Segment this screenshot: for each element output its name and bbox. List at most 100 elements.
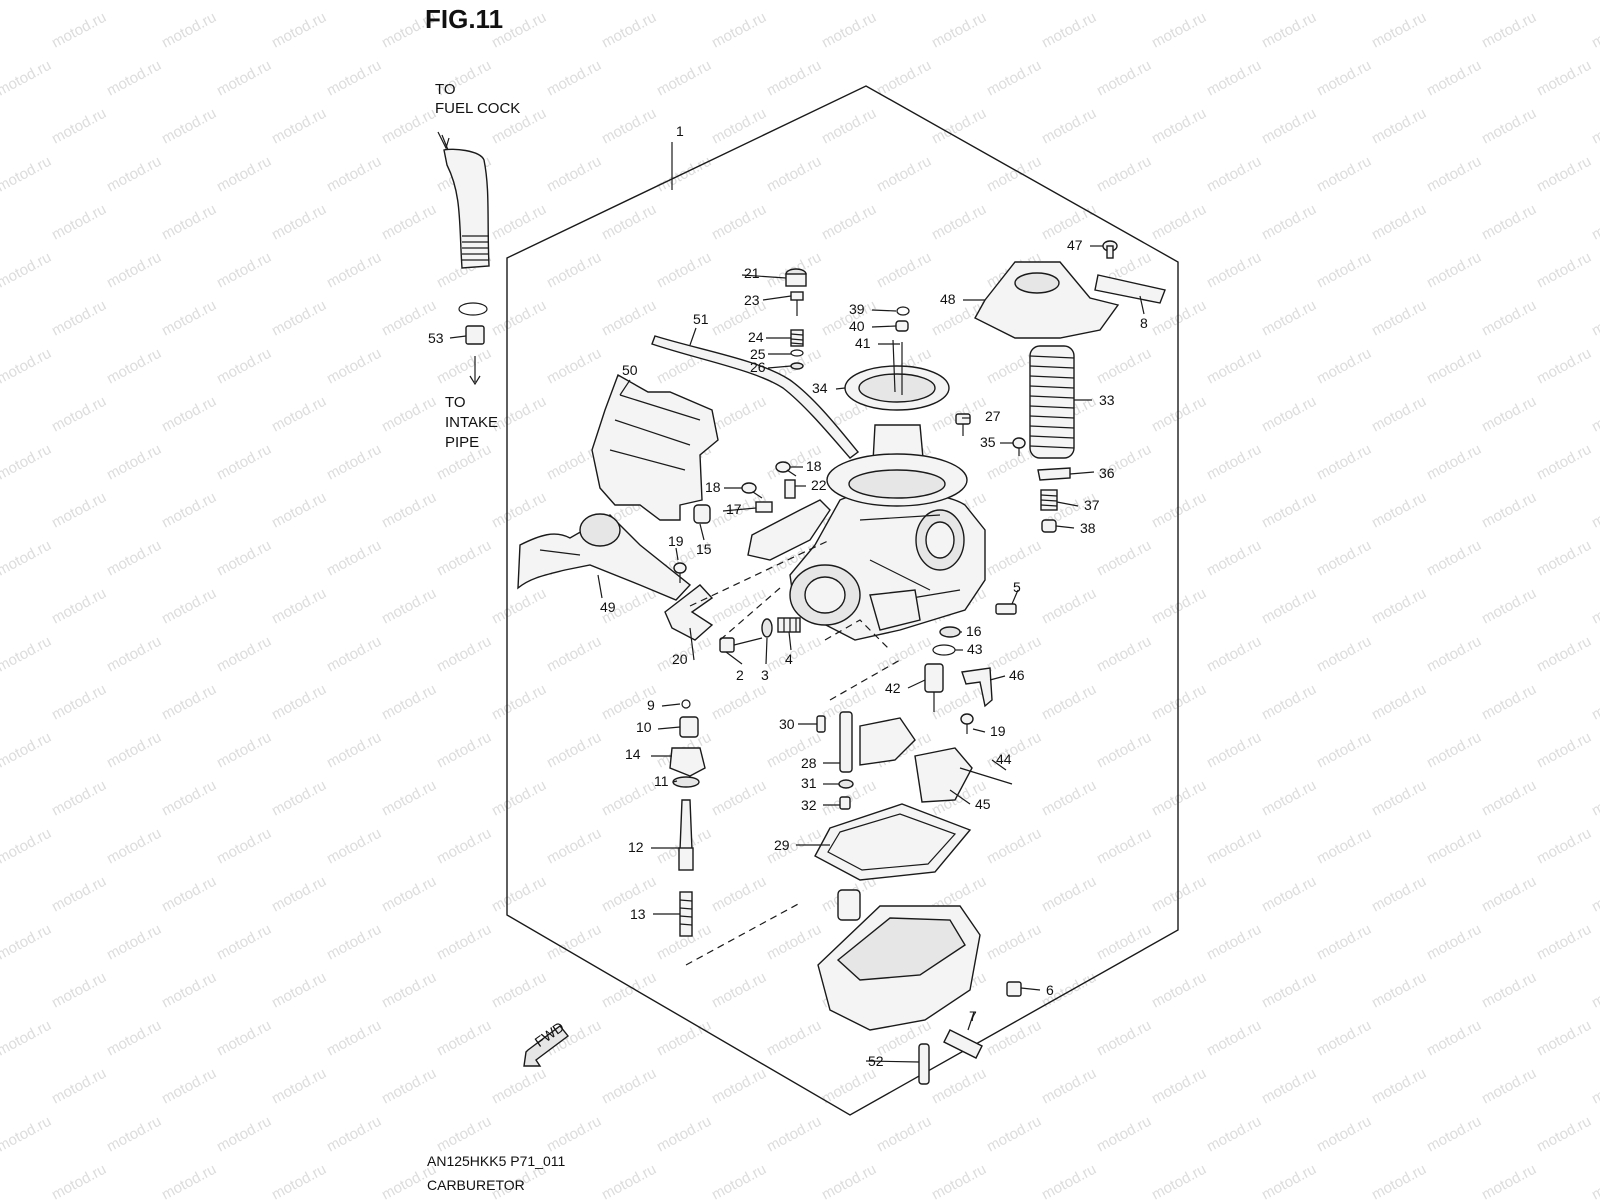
leader-line [835, 387, 846, 390]
note-to-intake-line3: PIPE [445, 434, 479, 451]
callout-46: 46 [1009, 667, 1025, 683]
callout-48: 48 [940, 291, 956, 307]
screw-35 [1012, 437, 1026, 456]
callout-labels: 1 2 3 4 5 6 7 8 9 10 11 12 13 14 15 16 1… [428, 123, 1148, 1069]
figure-title: FIG.11 [425, 4, 504, 34]
leader-line [689, 627, 695, 661]
callout-9: 9 [647, 697, 655, 713]
screw-6 [1006, 981, 1022, 997]
throttle-lever [747, 499, 831, 561]
screw-23 [790, 291, 804, 316]
spring-13 [679, 891, 693, 937]
callout-15: 15 [696, 541, 712, 557]
leader-line [1020, 987, 1041, 991]
spring-37 [1040, 489, 1058, 511]
hose-clip [458, 302, 488, 316]
callout-3: 3 [761, 667, 769, 683]
callout-42: 42 [885, 680, 901, 696]
carburetor-body [789, 491, 986, 641]
top-cap-48 [974, 261, 1120, 339]
float-bowl [817, 889, 981, 1031]
note-to-fuel-cock-line2: FUEL COCK [435, 100, 520, 117]
leader-line [699, 523, 705, 541]
cap-21 [785, 268, 807, 287]
leader-line [1139, 295, 1145, 315]
leader-line [722, 507, 757, 512]
callout-13: 13 [630, 906, 646, 922]
callout-26: 26 [750, 359, 766, 375]
washer-31 [838, 779, 854, 789]
callout-11: 11 [654, 773, 669, 789]
dashed-connector-left [685, 539, 831, 966]
clamp-53 [465, 325, 485, 386]
figure-code: AN125HKK5 P71_011 [427, 1153, 566, 1169]
o-ring-43 [932, 644, 956, 656]
callout-38: 38 [1080, 520, 1096, 536]
leader-line [689, 327, 697, 346]
leader-line [675, 547, 679, 561]
bracket-20 [664, 584, 714, 641]
screw-19-lower [960, 713, 974, 734]
valve-42 [924, 663, 944, 712]
leader-line [1011, 589, 1019, 605]
dashed-connector-center [824, 619, 901, 701]
jet-30 [816, 715, 826, 733]
leader-line [1055, 525, 1075, 529]
callout-21: 21 [744, 265, 760, 281]
leader-line [871, 325, 897, 328]
callout-35: 35 [980, 434, 996, 450]
cap-9 [681, 699, 691, 709]
cap-38 [1041, 519, 1057, 533]
callout-41: 41 [855, 335, 871, 351]
cap-14 [669, 747, 706, 777]
float-45 [859, 717, 973, 803]
callout-22: 22 [811, 477, 827, 493]
spring-4 [777, 617, 801, 633]
fuel-hose [437, 131, 490, 269]
callout-8: 8 [1140, 315, 1148, 331]
leader-line [672, 780, 678, 783]
callout-18-upper: 18 [806, 458, 822, 474]
leader-line [762, 295, 792, 301]
leader-line [907, 679, 926, 689]
jet-28 [839, 711, 853, 773]
leader-line [967, 1011, 975, 1031]
screw-2 [719, 637, 763, 653]
callout-40: 40 [849, 318, 865, 334]
callout-39: 39 [849, 301, 865, 317]
leader-line [871, 309, 897, 312]
starter-plunger-49 [517, 513, 692, 601]
callout-45: 45 [975, 796, 991, 812]
callout-19-lower: 19 [990, 723, 1006, 739]
drain-screw-7 [943, 1029, 983, 1059]
callout-43: 43 [967, 641, 983, 657]
jet-32 [839, 796, 851, 810]
callout-33: 33 [1099, 392, 1115, 408]
callout-47: 47 [1067, 237, 1083, 253]
leader-line [725, 651, 743, 665]
tube-52 [918, 1043, 930, 1085]
callout-51: 51 [693, 311, 709, 327]
callout-2: 2 [736, 667, 744, 683]
leader-line [972, 728, 986, 733]
cap-15 [693, 504, 711, 524]
spring-17 [755, 501, 773, 513]
callout-17: 17 [726, 501, 742, 517]
note-to-fuel-cock-line1: TO [435, 81, 456, 98]
leader-line [865, 1060, 920, 1063]
leader-line [765, 637, 768, 665]
callout-10: 10 [636, 719, 652, 735]
vent-hose-51 [651, 335, 860, 459]
leader-line [1069, 471, 1095, 475]
leader-line [597, 574, 603, 599]
callout-19-upper: 19 [668, 533, 684, 549]
o-ring-26 [790, 362, 804, 370]
callout-49: 49 [600, 599, 616, 615]
callout-52: 52 [868, 1053, 884, 1069]
callout-24: 24 [748, 329, 764, 345]
washer-25 [790, 349, 804, 357]
callout-44: 44 [996, 751, 1012, 767]
figure-name: CARBURETOR [427, 1177, 525, 1193]
leader-line [991, 759, 1007, 771]
